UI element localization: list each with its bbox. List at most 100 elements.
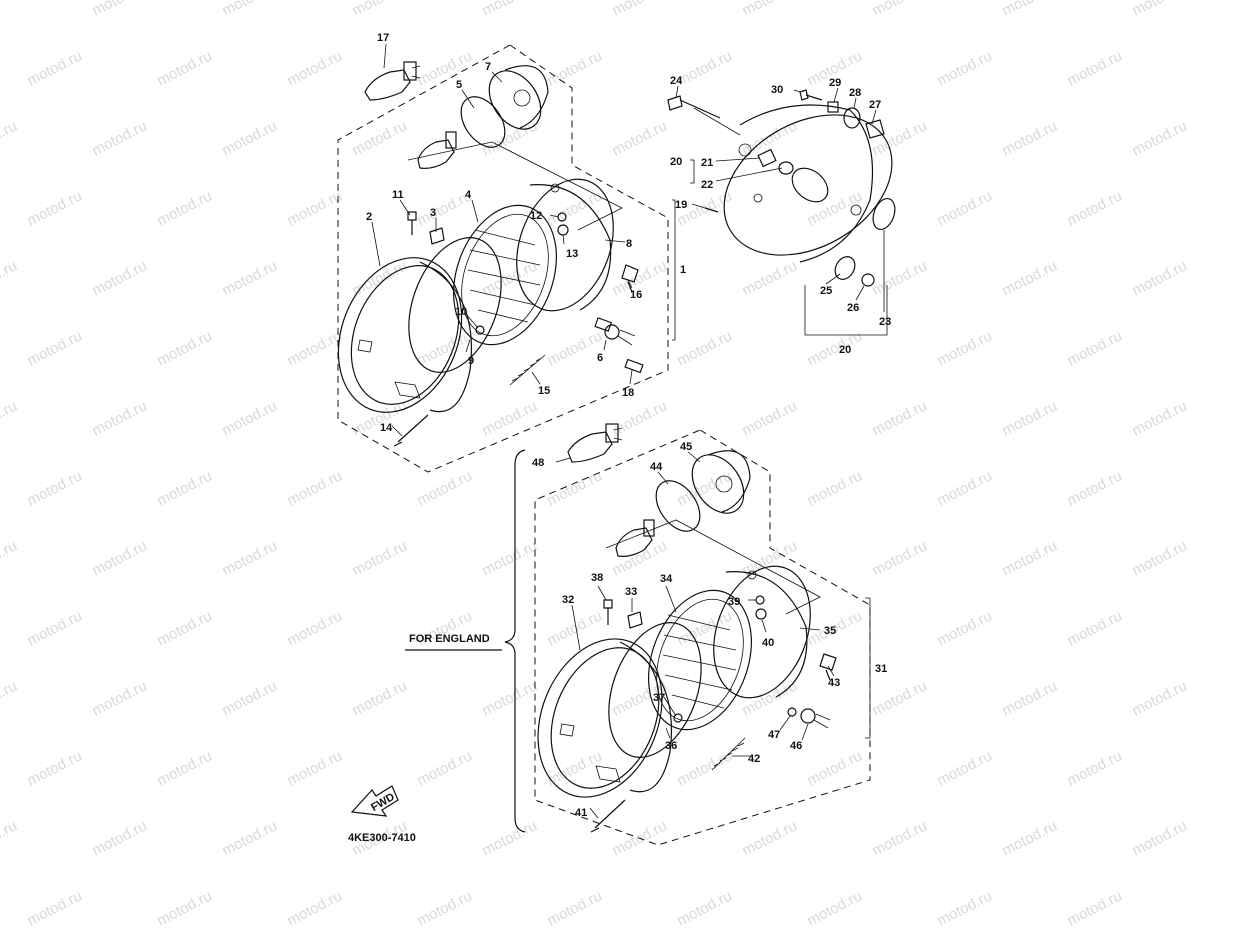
pin-18: [624, 358, 644, 374]
label-8: 8: [626, 238, 632, 250]
lens-unit-34: [648, 589, 752, 731]
mounting-ring-36: [608, 622, 702, 758]
assembly-1-boundary: [337, 44, 669, 473]
bracket-31: [865, 597, 871, 739]
label-42: 42: [748, 753, 760, 765]
label-38: 38: [591, 572, 603, 584]
ring-23: [872, 197, 896, 231]
label-3: 3: [430, 207, 436, 219]
adjusting-spring-42: [711, 737, 746, 771]
bolt-43: [819, 653, 837, 681]
bulb-48: [567, 423, 623, 463]
cover-7: [488, 65, 549, 130]
label-4: 4: [465, 189, 472, 201]
screw-19: [704, 207, 719, 213]
screw-41: [590, 799, 626, 833]
label-22: 22: [701, 179, 713, 191]
label-9: 9: [468, 355, 474, 367]
nut-27: [865, 119, 885, 139]
label-29: 29: [829, 77, 841, 89]
label-19: 19: [675, 199, 687, 211]
label-21: 21: [701, 157, 713, 169]
label-15: 15: [538, 385, 550, 397]
nut-40: [755, 608, 767, 620]
label-27: 27: [869, 99, 881, 111]
label-25: 25: [820, 285, 832, 297]
inner-bulb-lower: [615, 519, 655, 557]
screw-39: [755, 595, 765, 605]
screw-30: [799, 89, 823, 101]
bulb-box: [407, 141, 623, 231]
label-18: 18: [622, 387, 634, 399]
label-17: 17: [377, 32, 389, 44]
bolt-29: [827, 101, 839, 113]
label-47: 47: [768, 729, 780, 741]
part-labels: 17 5 7 2 11 3 4 12 13 8 1 16 10 9 15 6 1…: [366, 32, 891, 819]
screw-38: [603, 599, 613, 625]
label-16: 16: [630, 289, 642, 301]
cover-45: [691, 450, 751, 514]
screw-12: [557, 212, 567, 222]
screw-37: [673, 713, 683, 723]
headlight-rim-32: [537, 638, 672, 798]
label-14: 14: [380, 422, 393, 434]
headlight-assembly-1: [337, 44, 676, 473]
label-46: 46: [790, 740, 802, 752]
for-england-label: FOR ENGLAND: [409, 633, 490, 645]
assembly-31-boundary: [534, 429, 871, 846]
label-35: 35: [824, 625, 836, 637]
label-28: 28: [849, 87, 861, 99]
headlight-body-20: [667, 89, 896, 336]
screw-11: [407, 211, 417, 235]
fwd-arrow-icon: FWD: [350, 785, 399, 817]
label-5: 5: [456, 79, 462, 91]
label-40: 40: [762, 637, 774, 649]
label-20-bottom: 20: [839, 344, 851, 356]
bracket-33: [627, 611, 643, 629]
bracket-20-bottom: [804, 285, 888, 336]
bracket-1: [672, 199, 676, 341]
label-41: 41: [575, 807, 587, 819]
ring-5: [460, 96, 506, 148]
nut-26: [861, 273, 875, 287]
washer-25: [834, 256, 856, 280]
ring-44: [655, 480, 701, 532]
label-34: 34: [660, 573, 673, 585]
socket-6: [594, 317, 636, 346]
socket-46: [800, 708, 831, 729]
label-36: 36: [665, 740, 677, 752]
label-30: 30: [771, 84, 783, 96]
grommet-28: [843, 107, 861, 129]
label-23: 23: [879, 316, 891, 328]
bolt-16: [621, 264, 639, 293]
label-2: 2: [366, 211, 372, 223]
headlight-rim: [337, 257, 472, 413]
label-31: 31: [875, 663, 887, 675]
headlight-assembly-31: [405, 423, 871, 846]
nut-13: [557, 224, 569, 236]
label-1: 1: [680, 264, 686, 276]
washer-47: [787, 707, 797, 717]
label-13: 13: [566, 248, 578, 260]
screw-14: [393, 414, 429, 447]
bracket-3: [429, 227, 445, 245]
label-6: 6: [597, 352, 603, 364]
grommet-21: [757, 148, 777, 168]
label-33: 33: [625, 586, 637, 598]
label-7: 7: [485, 61, 491, 73]
bolt-24: [667, 95, 721, 119]
for-england-brace: [504, 449, 526, 833]
label-20-top: 20: [670, 156, 682, 168]
label-26: 26: [847, 302, 859, 314]
label-39: 39: [728, 596, 740, 608]
label-32: 32: [562, 594, 574, 606]
label-11: 11: [392, 189, 404, 201]
bulb-17: [364, 61, 421, 101]
label-10: 10: [455, 306, 467, 318]
collar-22: [778, 161, 794, 175]
label-43: 43: [828, 677, 840, 689]
headlight-case-8: [516, 178, 614, 312]
label-12: 12: [530, 210, 542, 222]
headlight-case-35: [713, 565, 811, 699]
label-44: 44: [650, 461, 663, 473]
